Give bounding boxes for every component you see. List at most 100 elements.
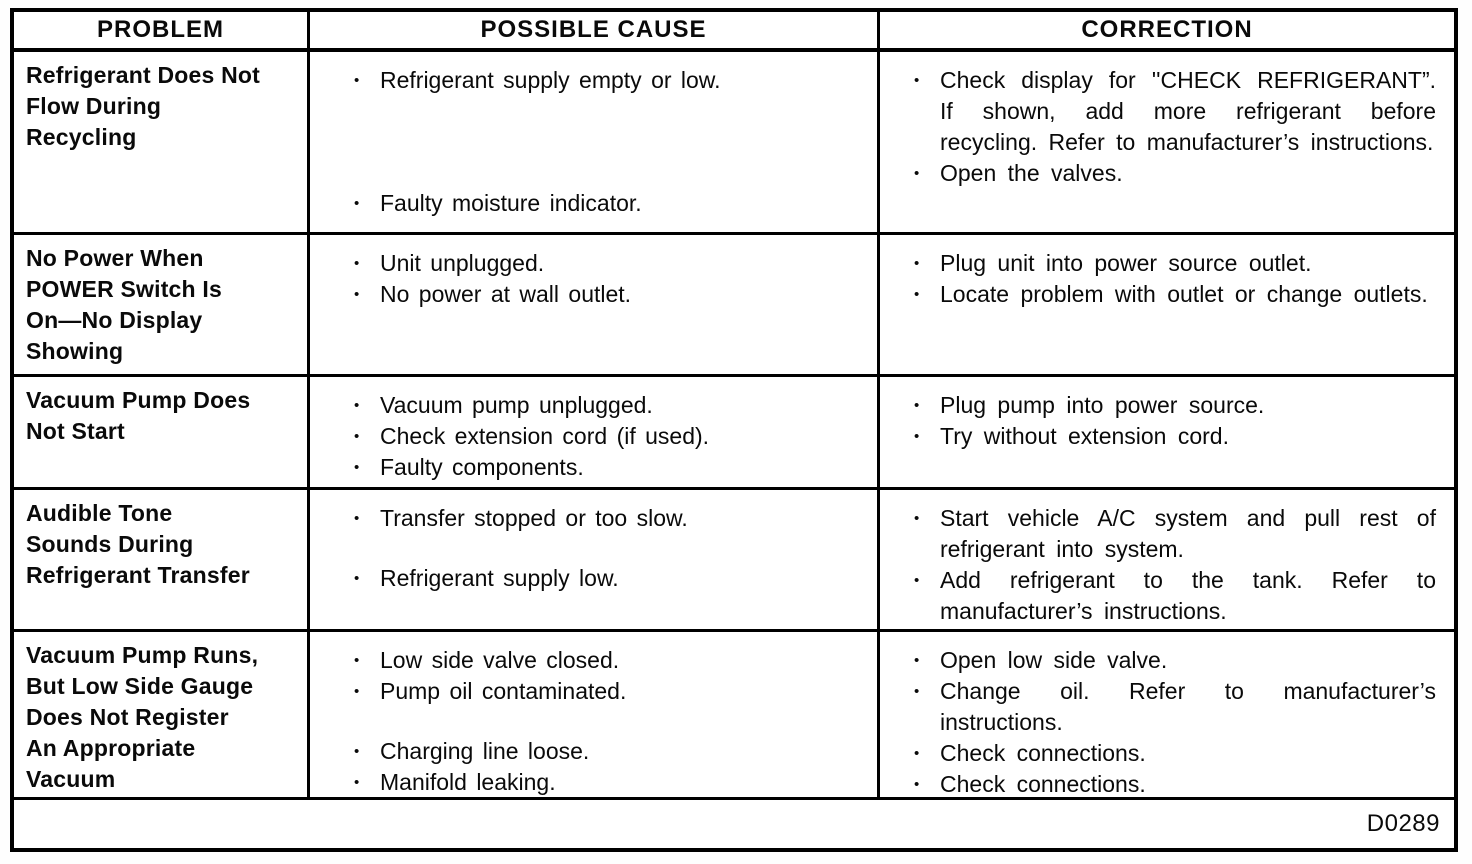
bullet-icon: •: [914, 286, 920, 303]
correction-text: Check connections.: [940, 740, 1146, 766]
correction-text: Try without extension cord.: [940, 423, 1229, 449]
correction-item: • Check display for ''CHECK REFRIGERANT”…: [914, 65, 1436, 158]
correction-text: Open the valves.: [940, 160, 1123, 186]
bullet-icon: •: [914, 652, 920, 669]
correction-item: • Plug pump into power source.: [914, 390, 1436, 421]
cause-text: Manifold leaking.: [380, 769, 556, 795]
table-row: No Power When POWER Switch Is On—No Disp…: [14, 235, 1454, 377]
correction-text: Change oil. Refer to manufacturer’s inst…: [940, 678, 1436, 735]
correction-item: • Open the valves.: [914, 158, 1436, 189]
problem-cell: No Power When POWER Switch Is On—No Disp…: [14, 235, 310, 374]
cause-item: • Charging line loose.: [354, 736, 865, 767]
cause-item: • Pump oil contaminated.: [354, 676, 865, 707]
bullet-icon: •: [354, 774, 360, 791]
cause-item: • Refrigerant supply empty or low.: [354, 65, 865, 96]
cause-text: Unit unplugged.: [380, 250, 545, 276]
correction-text: Open low side valve.: [940, 647, 1168, 673]
cause-item: • Unit unplugged.: [354, 248, 865, 279]
cause-text: Faulty moisture indicator.: [380, 190, 642, 216]
header-row: PROBLEM POSSIBLE CAUSE CORRECTION: [14, 12, 1454, 52]
cause-cell: • Refrigerant supply empty or low. • Fau…: [310, 52, 880, 232]
bullet-icon: •: [914, 397, 920, 414]
bullet-icon: •: [354, 286, 360, 303]
cause-text: Transfer stopped or too slow.: [380, 505, 688, 531]
figure-code: D0289: [1366, 810, 1440, 837]
bullet-icon: •: [354, 652, 360, 669]
problem-cell: Vacuum Pump Runs, But Low Side Gauge Doe…: [14, 632, 310, 797]
correction-text: Plug unit into power source outlet.: [940, 250, 1312, 276]
bullet-icon: •: [914, 572, 920, 589]
table-row: Refrigerant Does Not Flow During Recycli…: [14, 52, 1454, 235]
correction-item: • Change oil. Refer to manufacturer’s in…: [914, 676, 1436, 738]
correction-text: Check display for ''CHECK REFRIGERANT”. …: [940, 67, 1436, 155]
cause-item: • Check extension cord (if used).: [354, 421, 865, 452]
bullet-icon: •: [354, 743, 360, 760]
correction-item: • Check connections.: [914, 769, 1436, 797]
header-problem: PROBLEM: [14, 12, 310, 48]
bullet-icon: •: [914, 255, 920, 272]
correction-text: Locate problem with outlet or change out…: [940, 281, 1428, 307]
correction-cell: • Check display for ''CHECK REFRIGERANT”…: [880, 52, 1454, 232]
cause-item: • Transfer stopped or too slow.: [354, 503, 865, 534]
correction-cell: • Open low side valve. • Change oil. Ref…: [880, 632, 1454, 797]
bullet-icon: •: [354, 195, 360, 212]
table-row: Vacuum Pump Does Not Start • Vacuum pump…: [14, 377, 1454, 490]
correction-item: • Add refrigerant to the tank. Refer to …: [914, 565, 1436, 627]
cause-text: Refrigerant supply low.: [380, 565, 619, 591]
bullet-icon: •: [354, 570, 360, 587]
bullet-icon: •: [354, 255, 360, 272]
bullet-icon: •: [914, 683, 920, 700]
correction-item: • Try without extension cord.: [914, 421, 1436, 452]
bullet-icon: •: [914, 165, 920, 182]
header-cause: POSSIBLE CAUSE: [310, 12, 880, 48]
problem-cell: Audible Tone Sounds During Refrigerant T…: [14, 490, 310, 629]
bullet-icon: •: [914, 745, 920, 762]
cause-item: • Low side valve closed.: [354, 645, 865, 676]
problem-cell: Vacuum Pump Does Not Start: [14, 377, 310, 487]
correction-item: • Check connections.: [914, 738, 1436, 769]
cause-cell: • Transfer stopped or too slow. • Refrig…: [310, 490, 880, 629]
correction-item: • Open low side valve.: [914, 645, 1436, 676]
cause-text: Vacuum pump unplugged.: [380, 392, 653, 418]
bullet-icon: •: [914, 72, 920, 89]
bullet-icon: •: [914, 428, 920, 445]
table-row: Vacuum Pump Runs, But Low Side Gauge Doe…: [14, 632, 1454, 800]
cause-item: • Vacuum pump unplugged.: [354, 390, 865, 421]
correction-item: • Plug unit into power source outlet.: [914, 248, 1436, 279]
troubleshooting-table: PROBLEM POSSIBLE CAUSE CORRECTION Refrig…: [10, 8, 1458, 852]
cause-item: • Faulty components.: [354, 452, 865, 483]
cause-cell: • Unit unplugged. • No power at wall out…: [310, 235, 880, 374]
footer-row: D0289: [14, 800, 1454, 848]
correction-cell: • Start vehicle A/C system and pull rest…: [880, 490, 1454, 629]
cause-item: • Manifold leaking.: [354, 767, 865, 797]
correction-item: • Start vehicle A/C system and pull rest…: [914, 503, 1436, 565]
header-correction: CORRECTION: [1081, 16, 1253, 43]
correction-cell: • Plug unit into power source outlet. • …: [880, 235, 1454, 374]
cause-item: • Faulty moisture indicator.: [354, 188, 865, 219]
correction-text: Add refrigerant to the tank. Refer to ma…: [940, 567, 1436, 624]
cause-text: Charging line loose.: [380, 738, 590, 764]
bullet-icon: •: [354, 397, 360, 414]
correction-item: • Locate problem with outlet or change o…: [914, 279, 1436, 310]
cause-text: Faulty components.: [380, 454, 584, 480]
correction-cell: • Plug pump into power source. • Try wit…: [880, 377, 1454, 487]
bullet-icon: •: [914, 510, 920, 527]
correction-text: Check connections.: [940, 771, 1146, 797]
cause-item: • Refrigerant supply low.: [354, 563, 865, 594]
cause-text: Low side valve closed.: [380, 647, 620, 673]
bullet-icon: •: [354, 428, 360, 445]
problem-cell: Refrigerant Does Not Flow During Recycli…: [14, 52, 310, 232]
bullet-icon: •: [354, 683, 360, 700]
cause-text: Pump oil contaminated.: [380, 678, 627, 704]
bullet-icon: •: [354, 510, 360, 527]
bullet-icon: •: [354, 72, 360, 89]
cause-item: • No power at wall outlet.: [354, 279, 865, 310]
cause-cell: • Vacuum pump unplugged. • Check extensi…: [310, 377, 880, 487]
cause-text: No power at wall outlet.: [380, 281, 632, 307]
bullet-icon: •: [354, 459, 360, 476]
correction-text: Start vehicle A/C system and pull rest o…: [940, 505, 1436, 562]
cause-text: Check extension cord (if used).: [380, 423, 710, 449]
bullet-icon: •: [914, 776, 920, 793]
cause-text: Refrigerant supply empty or low.: [380, 67, 721, 93]
